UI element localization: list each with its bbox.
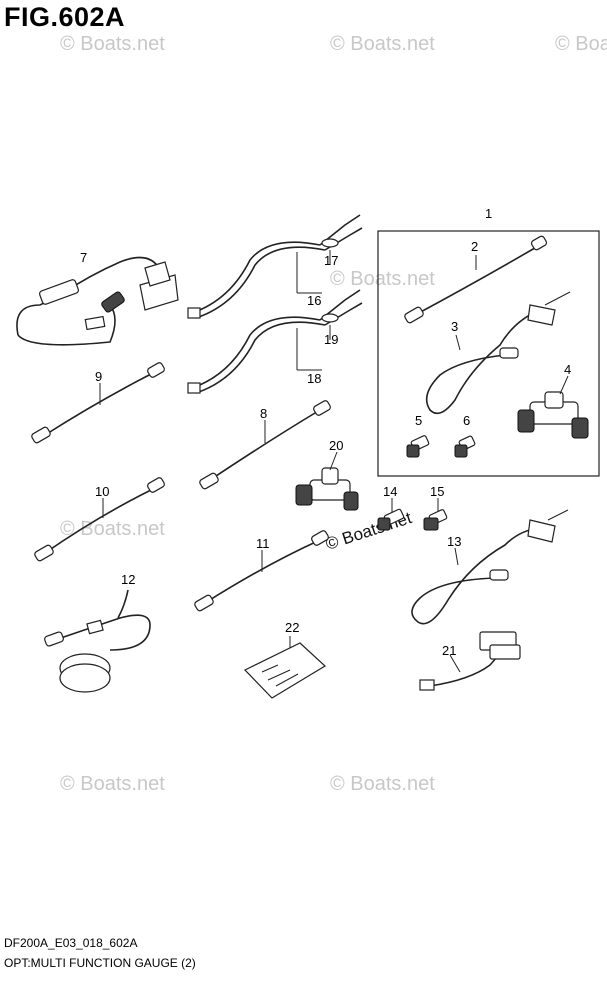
part-3-cable xyxy=(425,291,571,415)
part-10-cable xyxy=(34,477,165,562)
part-6-connector xyxy=(454,435,476,458)
callout-12: 12 xyxy=(121,572,135,587)
part-11-cable xyxy=(194,530,329,612)
callout-22: 22 xyxy=(285,620,299,635)
callout-4: 4 xyxy=(564,362,571,377)
callout-3: 3 xyxy=(451,319,458,334)
part-4-tee xyxy=(517,375,589,439)
footer-code: DF200A_E03_018_602A xyxy=(4,936,138,950)
part-12-sensor xyxy=(44,589,151,693)
callout-9: 9 xyxy=(95,369,102,384)
part-2-cable xyxy=(404,235,548,324)
watermark: © Boats.net xyxy=(330,33,435,55)
part-13-cable xyxy=(411,509,569,625)
part-22-kit xyxy=(243,636,326,699)
part-8-cable xyxy=(199,400,331,490)
part-9-cable xyxy=(31,362,165,444)
watermark: © Boats.net xyxy=(60,518,165,540)
callout-7: 7 xyxy=(80,250,87,265)
watermark: © Boats.net xyxy=(60,33,165,55)
callout-1: 1 xyxy=(485,206,492,221)
part-21-adapter xyxy=(419,631,521,691)
part-7-cable xyxy=(16,256,179,346)
callout-15: 15 xyxy=(430,484,444,499)
callout-17: 17 xyxy=(324,253,338,268)
part-15-terminator xyxy=(423,498,448,531)
part-20-tee xyxy=(295,451,359,511)
callout-5: 5 xyxy=(415,413,422,428)
callout-6: 6 xyxy=(463,413,470,428)
part-14-terminator xyxy=(377,498,405,531)
part-16-harness xyxy=(187,214,363,319)
watermark: © Boats.net xyxy=(60,773,165,795)
callout-20: 20 xyxy=(329,438,343,453)
callout-10: 10 xyxy=(95,484,109,499)
footer-description: OPT:MULTI FUNCTION GAUGE (2) xyxy=(4,956,196,970)
callout-19: 19 xyxy=(324,332,338,347)
callout-21: 21 xyxy=(442,643,456,658)
part-5-connector xyxy=(406,435,430,458)
callout-2: 2 xyxy=(471,239,478,254)
watermark: © Boats.net xyxy=(330,268,435,290)
callout-labels: 1 2 3 4 5 6 7 8 9 10 11 12 13 14 15 16 1… xyxy=(80,206,571,658)
callout-16: 16 xyxy=(307,293,321,308)
assembly-box xyxy=(377,230,600,477)
callout-8: 8 xyxy=(260,406,267,421)
callout-14: 14 xyxy=(383,484,397,499)
callout-11: 11 xyxy=(256,536,270,551)
watermark: © Boats.net xyxy=(330,773,435,795)
watermark: © Boats.net xyxy=(555,33,607,55)
callout-18: 18 xyxy=(307,371,321,386)
callout-13: 13 xyxy=(447,534,461,549)
figure-title: FIG.602A xyxy=(4,2,126,32)
part-18-harness xyxy=(187,289,363,394)
